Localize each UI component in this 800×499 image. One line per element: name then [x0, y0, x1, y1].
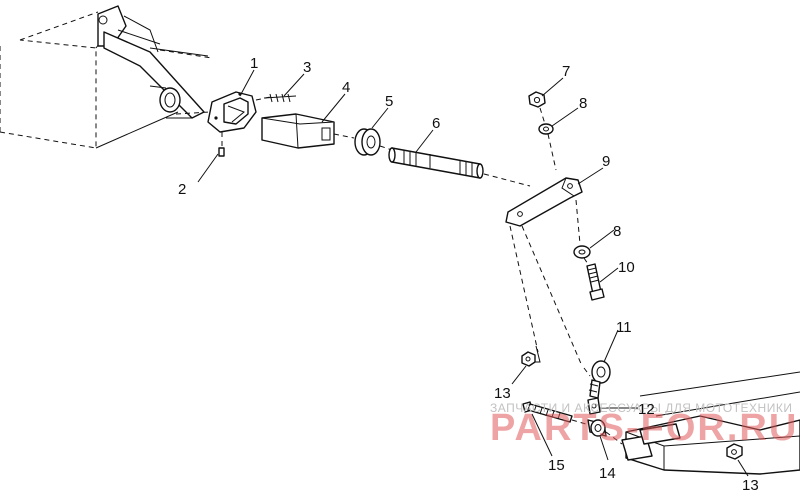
- part-12-bracket: [587, 397, 601, 415]
- callout-13-lower: 13: [742, 477, 759, 494]
- watermark-logo: PARTS-FOR.RU: [490, 407, 798, 449]
- callout-14: 14: [599, 465, 616, 482]
- part-13-nut-lower: [726, 443, 743, 460]
- part-11-rod-end: [583, 360, 611, 399]
- callout-8-lower: 8: [613, 223, 621, 240]
- part-14-spacer: [587, 419, 607, 437]
- callout-2: 2: [178, 181, 186, 198]
- leader-lines: [197, 69, 749, 477]
- watermark-tagline: ЗАПЧАСТИ И АКСЕССУАРЫ ДЛЯ МОТОТЕХНИКИ: [490, 401, 792, 415]
- part-6-shaft: [388, 147, 531, 187]
- callout-1: 1: [250, 55, 258, 72]
- frame-rail: [605, 371, 800, 475]
- callout-4: 4: [342, 79, 350, 96]
- part-2-set-screw: [218, 132, 225, 157]
- part-5-bushing: [354, 128, 393, 156]
- part-13-nut-upper: [521, 351, 536, 367]
- engine-housing: [0, 5, 213, 149]
- callout-11: 11: [616, 319, 632, 336]
- callout-7: 7: [562, 63, 570, 80]
- callout-9: 9: [602, 153, 610, 170]
- callout-12: 12: [638, 401, 655, 418]
- part-1-flange: [175, 91, 271, 133]
- linkage-guides: [509, 225, 583, 367]
- callout-3: 3: [303, 59, 311, 76]
- part-8-washer-lower: [573, 245, 591, 265]
- callout-13-upper: 13: [494, 385, 511, 402]
- callout-labels: 1 2 3 4 5 6 7 8 9 8 10 11 12 13 13 14 15: [178, 55, 759, 494]
- part-15-bolt: [522, 401, 587, 425]
- callout-10: 10: [618, 259, 635, 276]
- watermark: ЗАПЧАСТИ И АКСЕССУАРЫ ДЛЯ МОТОТЕХНИКИ PA…: [490, 401, 798, 449]
- part-9-lever-arm: [505, 177, 583, 245]
- part-4-coupler: [261, 113, 355, 149]
- part-10-bolt: [586, 263, 605, 301]
- callout-6: 6: [432, 115, 440, 132]
- callout-8-upper: 8: [579, 95, 587, 112]
- part-3-spring: [263, 93, 297, 103]
- part-8-washer-upper: [538, 107, 557, 171]
- callout-15: 15: [548, 457, 565, 474]
- part-7-nut: [528, 91, 546, 108]
- callout-5: 5: [385, 93, 393, 110]
